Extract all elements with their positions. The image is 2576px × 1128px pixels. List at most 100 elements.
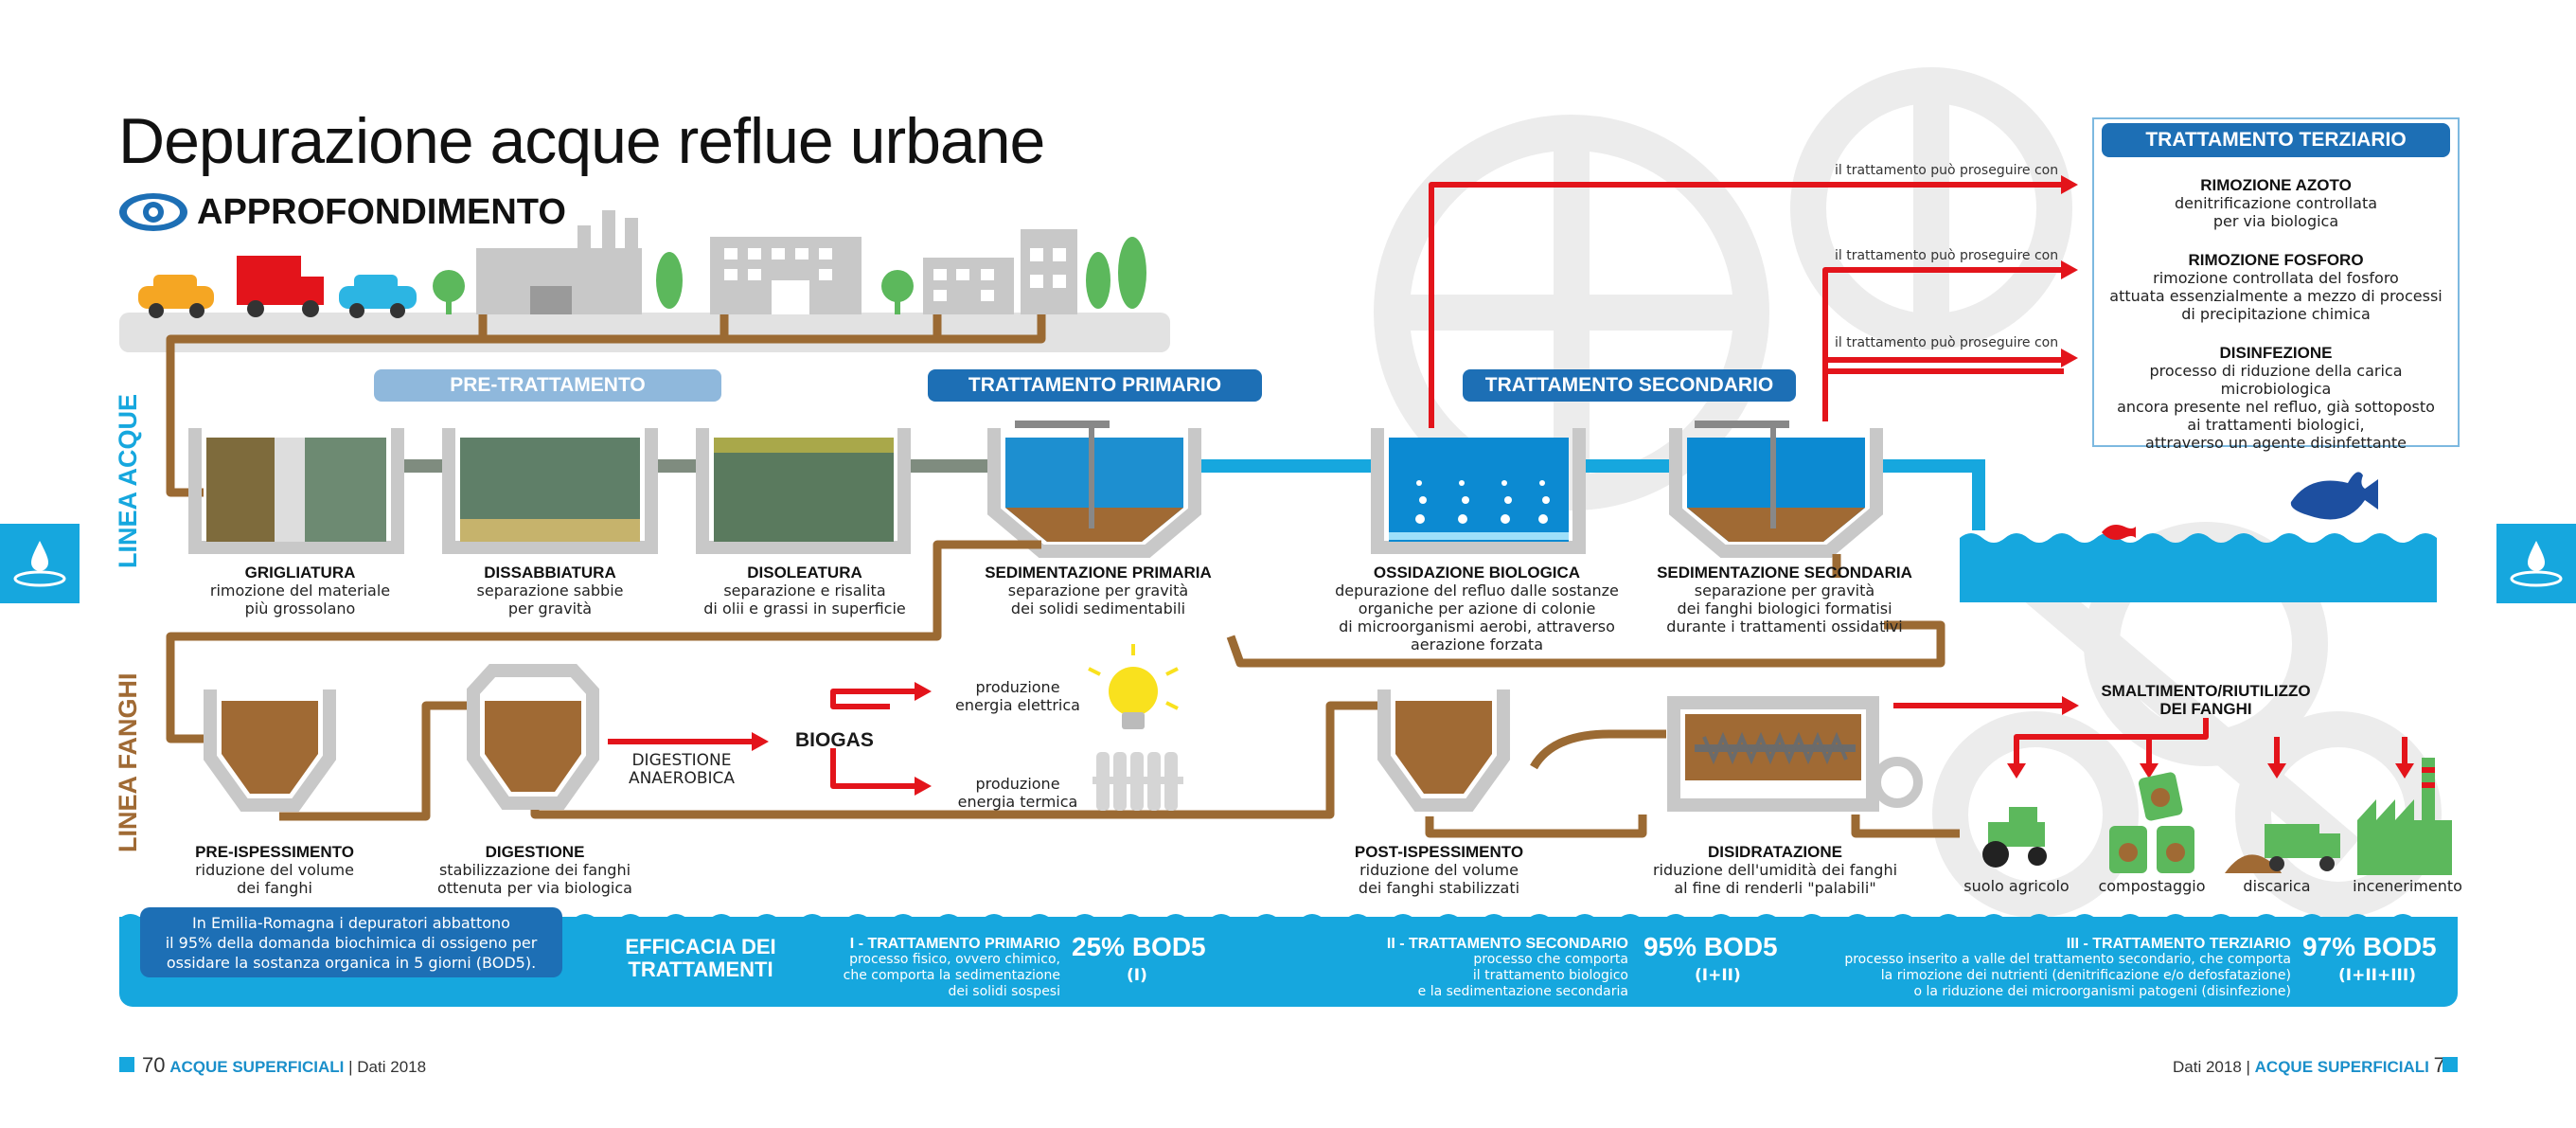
terziario-item-fosforo: RIMOZIONE FOSFORO rimozione controllata … [2094,251,2458,323]
stage-title: III - TRATTAMENTO TERZIARIO [2066,936,2291,952]
stage-desc-line: processo che comporta [1473,952,1628,967]
label-line: energia termica [957,793,1078,811]
phase-trattamento-primario: TRATTAMENTO PRIMARIO [928,369,1262,402]
item-desc-line: ancora presente nel refluo, già sottopos… [2117,398,2435,416]
tank-sedimentazione-secondaria [1669,421,1883,558]
item-name: RIMOZIONE AZOTO [2200,176,2352,194]
terziario-item-azoto: RIMOZIONE AZOTO denitrificazione control… [2094,176,2458,230]
factory-icon [476,210,642,314]
footer-year: | Dati 2018 [348,1058,427,1076]
page-title: Depurazione acque reflue urbane [118,105,1045,177]
blue-fish-icon [2290,472,2378,520]
smaltimento-title: SMALTIMENTO/RIUTILIZZO DEI FANGHI [2083,682,2329,718]
step-name: DISIDRATAZIONE [1708,843,1842,861]
step-disoleatura: DISOLEATURA separazione e risalita di ol… [672,564,937,618]
stage-desc-line: e la sedimentazione secondaria [1417,984,1628,999]
step-desc-line: rimozione del materiale [209,582,391,600]
tank-disoleatura [696,428,911,554]
energia-termica-label: produzione energia termica [937,775,1098,811]
footer-square-right [2443,1057,2458,1072]
note-line: ossidare la sostanza organica in 5 giorn… [166,954,537,972]
step-dissabbiatura: DISSABBIATURA separazione sabbie per gra… [432,564,668,618]
biogas-label: BIOGAS [795,729,874,751]
footer-year: Dati 2018 | [2173,1058,2250,1076]
efficacia-stage-terziario: III - TRATTAMENTO TERZIARIO processo ins… [1799,936,2291,1000]
linea-fanghi-label: LINEA FANGHI [114,672,142,852]
building-icon [710,237,862,314]
step-name: GRIGLIATURA [244,564,356,582]
phase-trattamento-secondario: TRATTAMENTO SECONDARIO [1463,369,1796,402]
step-grigliatura: GRIGLIATURA rimozione del materiale più … [182,564,418,618]
step-desc-line: separazione sabbie [476,582,624,600]
step-desc-line: riduzione del volume [195,861,354,879]
section-name: ACQUE SUPERFICIALI [2254,1058,2429,1076]
car-icon [339,275,417,318]
tank-grigliatura [188,428,404,554]
item-desc-line: attraverso un agente disinfettante [2145,434,2407,452]
step-desc-line: di microorganismi aerobi, attraverso [1339,618,1615,636]
step-sedimentazione-secondaria: SEDIMENTAZIONE SECONDARIA separazione pe… [1643,564,1927,636]
tank-sedimentazione-primaria [987,421,1201,558]
continuation-note: il trattamento può proseguire con [1835,335,2059,350]
step-desc-line: separazione per gravità [1694,582,1875,600]
page-number: 70 [142,1053,166,1077]
step-desc-line: stabilizzazione dei fanghi [438,861,631,879]
stage-title: II - TRATTAMENTO SECONDARIO [1386,936,1628,952]
tree-icon [1086,237,1146,309]
step-desc-line: per gravità [507,600,593,618]
step-name: SEDIMENTAZIONE SECONDARIA [1657,564,1912,582]
label-line: ANAEROBICA [628,769,736,788]
water-drop-icon [13,541,66,587]
footer-left: 70 ACQUE SUPERFICIALI | Dati 2018 [142,1053,426,1078]
tree-icon [881,270,914,314]
efficacia-stage-secondario: II - TRATTAMENTO SECONDARIO processo che… [1344,936,1628,1000]
item-desc-line: ai trattamenti biologici, [2187,416,2365,434]
label-line: produzione [975,678,1060,696]
step-pre-ispessimento: PRE-ISPESSIMENTO riduzione del volume de… [161,843,388,897]
step-sedimentazione-primaria: SEDIMENTAZIONE PRIMARIA separazione per … [956,564,1240,618]
phase-pre-trattamento: PRE-TRATTAMENTO [374,369,721,402]
continuation-note: il trattamento può proseguire con [1835,248,2059,263]
step-name: DIGESTIONE [485,843,585,861]
step-desc-line: depurazione del refluo dalle sostanze [1335,582,1619,600]
step-desc-line: durante i trattamenti ossidativi [1666,618,1903,636]
efficacia-title: EFFICACIA DEI TRATTAMENTI [615,936,786,981]
section-name: ACQUE SUPERFICIALI [169,1058,345,1076]
step-name: DISSABBIATURA [484,564,616,582]
step-desc-line: dei solidi sedimentabili [1010,600,1186,618]
truck-icon [237,256,324,317]
eye-icon [119,193,187,231]
note-line: In Emilia-Romagna i depuratori abbattono [192,914,510,932]
title-line: EFFICACIA DEI [625,935,776,958]
step-disidratazione: DISIDRATAZIONE riduzione dell'umidità de… [1643,843,1908,897]
stage-value-secondario: 95% BOD5 [1643,932,1778,961]
light-bulb-icon [1088,644,1179,729]
radiator-icon [1093,752,1183,811]
tank-digestione [467,664,599,810]
stage-desc-line: il trattamento biologico [1472,968,1628,983]
terziario-box: TRATTAMENTO TERZIARIO RIMOZIONE AZOTO de… [2092,117,2460,452]
step-name: OSSIDAZIONE BIOLOGICA [1373,564,1581,582]
step-name: SEDIMENTAZIONE PRIMARIA [985,564,1212,582]
step-desc-line: riduzione dell'umidità dei fanghi [1652,861,1898,879]
river [1960,472,2437,602]
tree-icon [433,270,465,314]
tank-dissabbiatura [442,428,658,554]
digestione-anaerobica-label: DIGESTIONE ANAEROBICA [606,752,757,788]
stage-desc-line: o la riduzione dei microorganismi patoge… [1913,984,2291,999]
tank-pre-ispessimento [204,689,336,812]
item-name: DISINFEZIONE [2219,344,2333,362]
stage-sub-secondario: (I+II) [1695,966,1741,985]
title-line: DEI FANGHI [2159,700,2252,718]
tank-ossidazione-biologica [1371,428,1586,554]
step-name: POST-ISPESSIMENTO [1354,843,1524,861]
stage-desc-line: processo fisico, ovvero chimico, [849,952,1060,967]
city-ground [119,313,1170,352]
terziario-title: TRATTAMENTO TERZIARIO [2102,123,2450,157]
label-line: produzione [975,775,1060,793]
item-desc-line: di precipitazione chimica [2181,305,2371,323]
step-desc-line: separazione e risalita [723,582,886,600]
item-desc-line: attuata essenzialmente a mezzo di proces… [2109,287,2443,305]
footer-right: Dati 2018 | ACQUE SUPERFICIALI 71 [2173,1053,2457,1078]
